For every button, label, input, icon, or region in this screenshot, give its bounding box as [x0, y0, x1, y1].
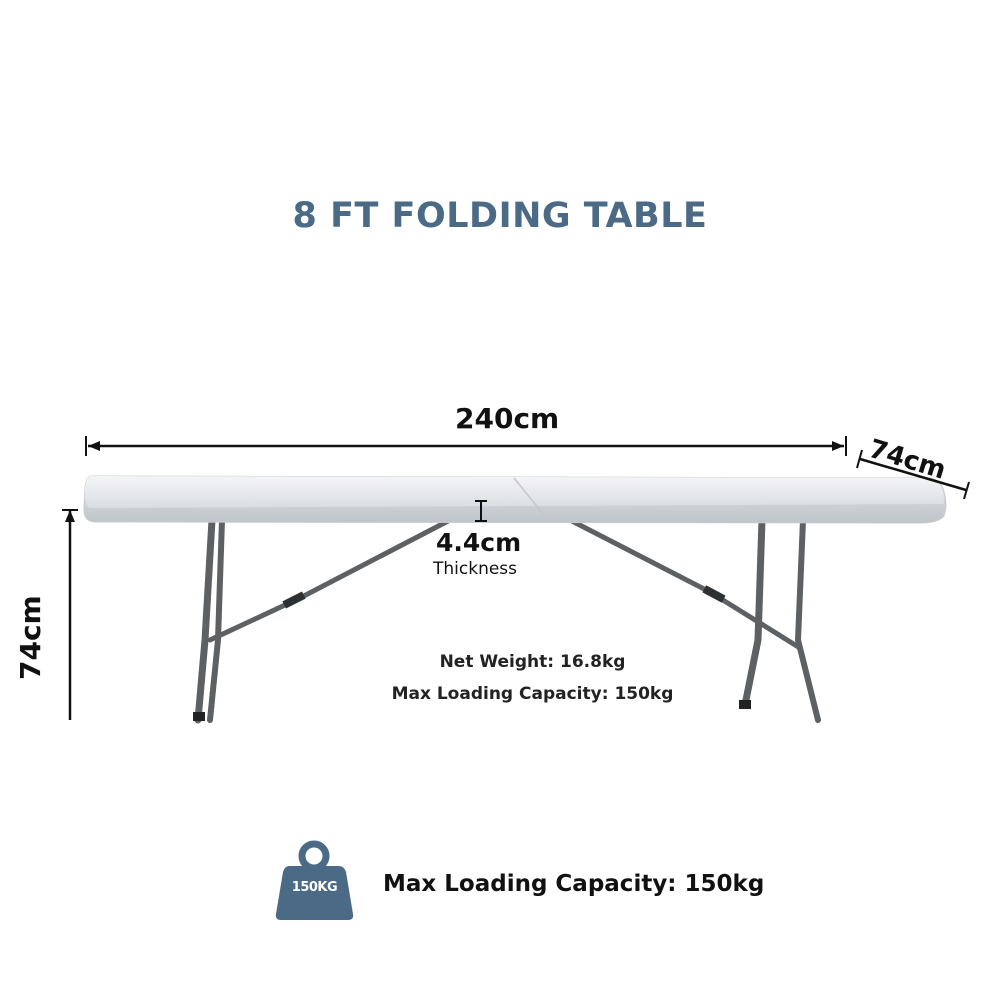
fold-seam: [513, 477, 549, 521]
max-loading-text: Max Loading Capacity: 150kg: [391, 684, 674, 704]
table-frame: [193, 516, 821, 724]
left-brace-joint: [282, 591, 306, 609]
weight-badge-label: 150KG: [291, 880, 338, 895]
left-foot: [193, 712, 205, 721]
left-leg-back: [207, 517, 225, 723]
page-title: 8 FT FOLDING TABLE: [292, 196, 708, 236]
footer-capacity-text: Max Loading Capacity: 150kg: [383, 871, 765, 897]
dimension-lines: [62, 436, 970, 720]
left-brace: [207, 517, 453, 643]
right-leg-back: [794, 517, 821, 723]
weight-icon: [275, 840, 354, 920]
thickness-caption: Thickness: [433, 559, 518, 579]
net-weight-text: Net Weight: 16.8kg: [439, 652, 626, 672]
right-foot: [739, 700, 751, 709]
thickness-label: 4.4cm: [436, 528, 522, 557]
depth-line: [859, 457, 967, 492]
length-label: 240cm: [455, 402, 560, 435]
right-leg-front: [741, 516, 766, 709]
left-leg-front: [194, 516, 216, 724]
right-brace: [567, 517, 803, 651]
table-top: [83, 475, 947, 524]
right-brace-joint: [702, 585, 726, 603]
